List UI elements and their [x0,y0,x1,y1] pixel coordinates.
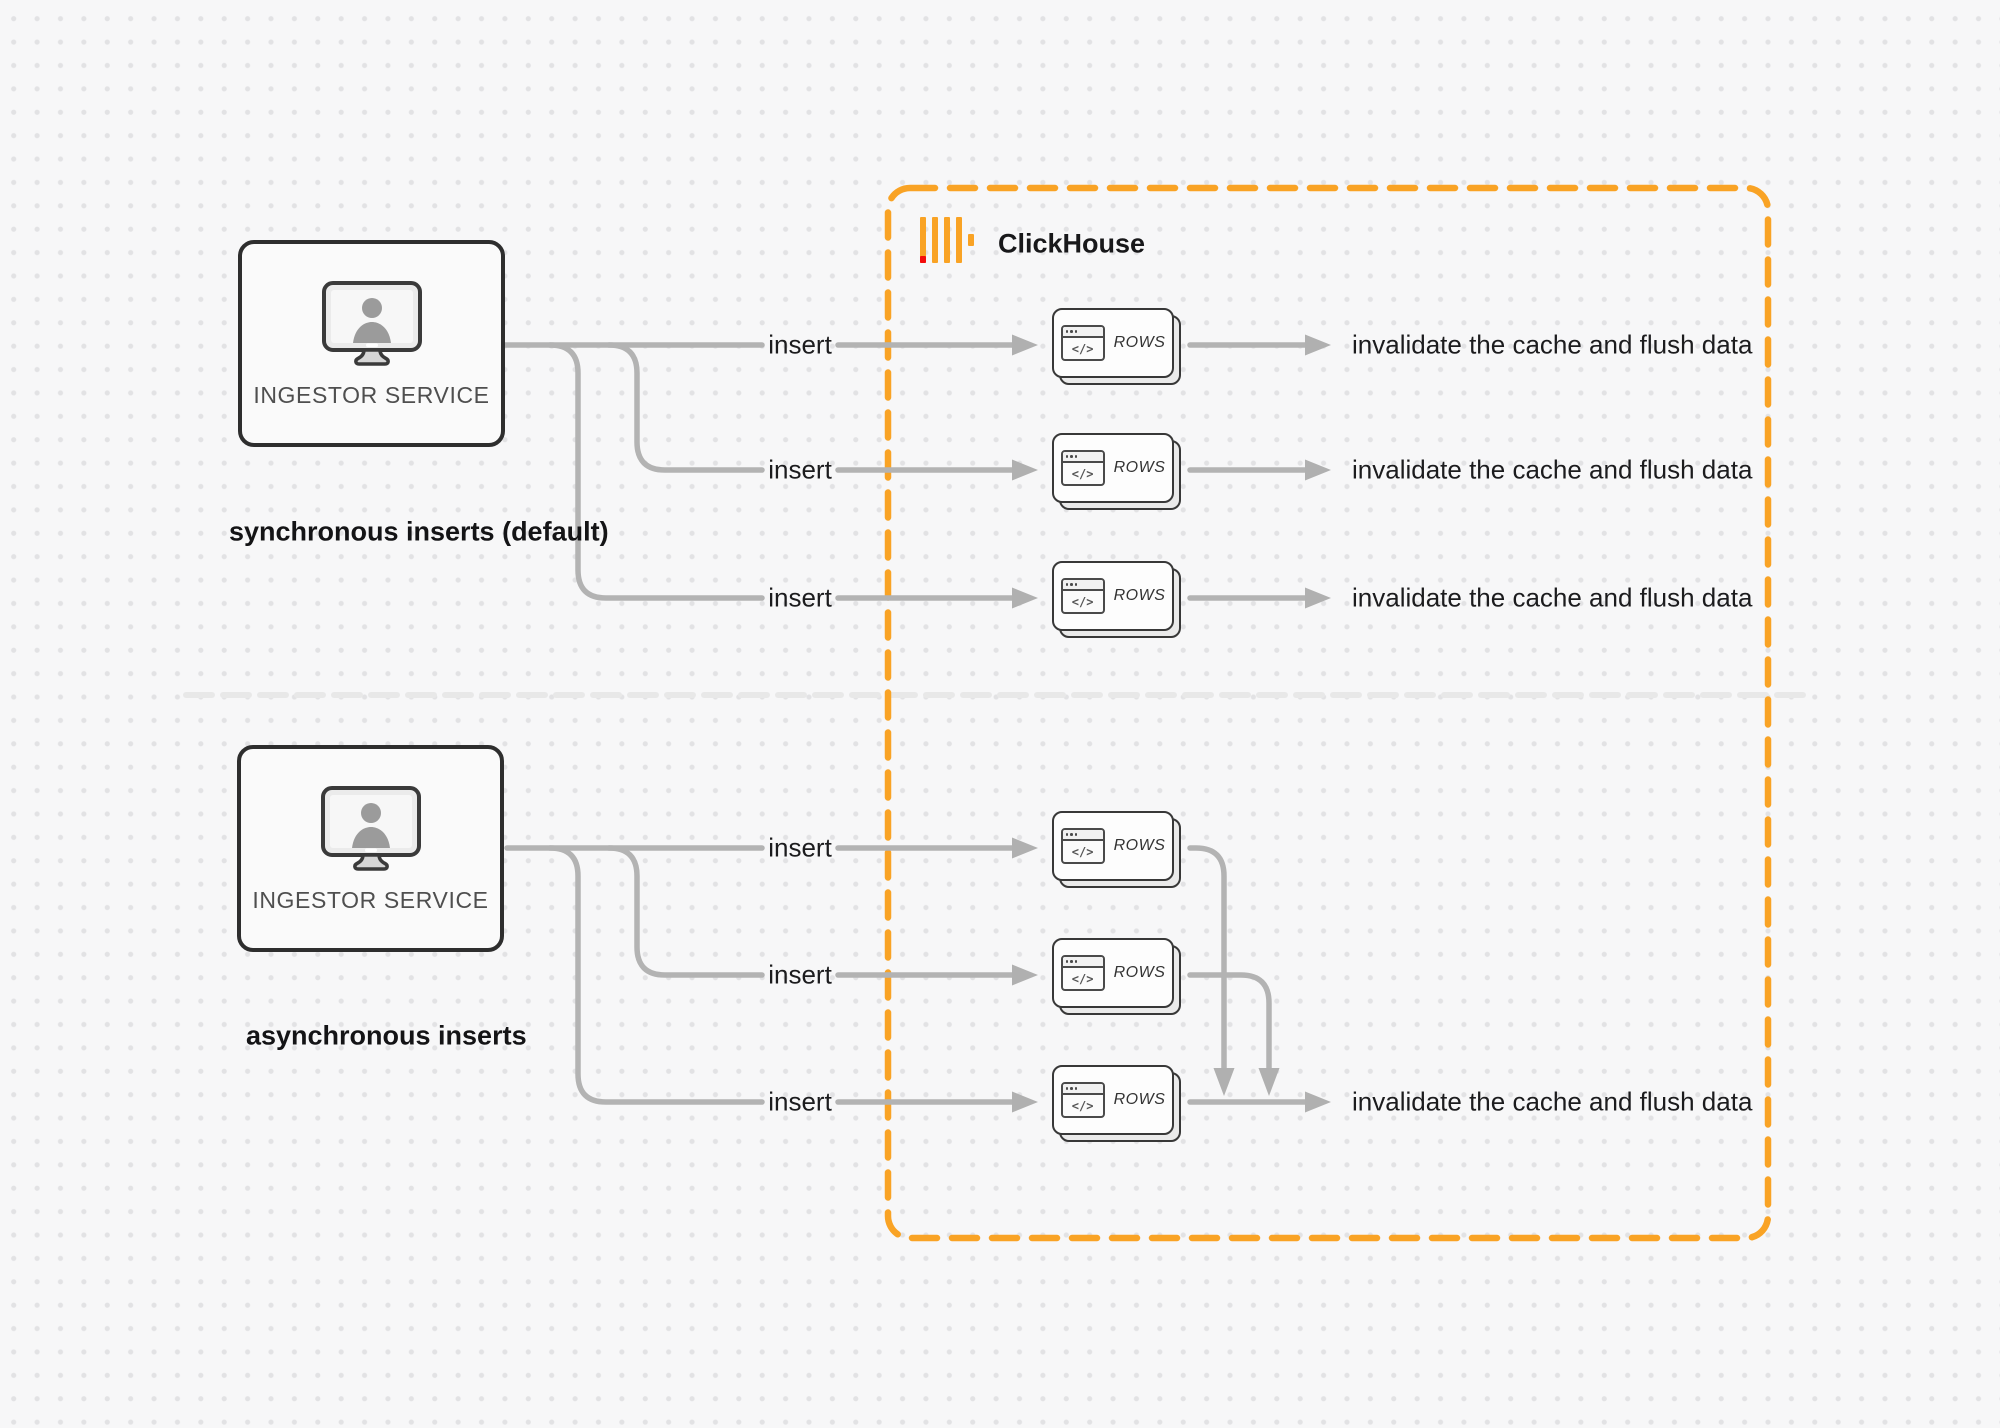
rows-node: </> ROWS [1052,1065,1181,1142]
arrowhead [1012,334,1038,356]
code-window-icon: </> [1060,828,1105,864]
rows-node-front: </> ROWS [1052,308,1174,378]
code-window-icon: </> [1060,325,1105,361]
invalidate-label: invalidate the cache and flush data [1352,329,1753,360]
rows-node-front: </> ROWS [1052,433,1174,503]
code-glyph: </> [1071,844,1094,859]
async-branch-row3 [547,845,765,1105]
sync-branch-row3 [547,342,765,601]
clickhouse-title: ClickHouse [998,228,1146,259]
window-topbar [1062,830,1103,841]
rows-node: </> ROWS [1052,938,1181,1015]
arrowhead [1305,459,1331,481]
rows-label: ROWS [1113,459,1166,476]
window-topbar [1062,580,1103,591]
invalidate-label: invalidate the cache and flush data [1352,454,1753,485]
code-glyph: </> [1071,466,1094,481]
sync-branch-row2 [606,342,765,473]
rows-node: </> ROWS [1052,433,1181,510]
clickhouse-logo-red-segment [920,256,926,263]
code-glyph: </> [1071,594,1094,609]
code-window-icon: </> [1060,955,1105,991]
arrowhead [1012,459,1038,481]
rows-node-front: </> ROWS [1052,938,1174,1008]
clickhouse-logo-icon [920,217,974,263]
insert-label: insert [768,1086,832,1117]
rows-node-front: </> ROWS [1052,811,1174,881]
insert-label: insert [768,454,832,485]
async-branch-row2 [606,845,765,978]
rows-node-front: </> ROWS [1052,1065,1174,1135]
async-section-caption: asynchronous inserts [246,1020,527,1051]
window-topbar [1062,957,1103,968]
rows-label: ROWS [1113,837,1166,854]
code-window-icon: </> [1060,578,1105,614]
rows-label: ROWS [1113,1091,1166,1108]
rows-label: ROWS [1113,964,1166,981]
arrowhead [1012,837,1038,859]
clickhouse-logo-bar [920,217,926,263]
connector-lines [502,342,1308,1105]
arrowhead-down [1213,1068,1235,1096]
rows-label: ROWS [1113,334,1166,351]
arrowhead [1305,334,1331,356]
ingestor-service-label: INGESTOR SERVICE [252,886,489,913]
insert-label: insert [768,329,832,360]
arrowhead-down [1258,1068,1280,1096]
code-window-icon: </> [1060,1082,1105,1118]
async-merge-drop-1 [1187,845,1227,1071]
invalidate-label: invalidate the cache and flush data [1352,1086,1753,1117]
monitor-user-icon [321,280,422,366]
arrowhead [1305,587,1331,609]
clickhouse-logo-bar [956,217,962,263]
arrowheads [1012,334,1331,1113]
code-glyph: </> [1071,971,1094,986]
clickhouse-dashed-boundary [884,184,1772,1242]
window-topbar [1062,452,1103,463]
async-merge-drop-2 [1187,972,1272,1071]
insert-label: insert [768,832,832,863]
code-glyph: </> [1071,341,1094,356]
ingestor-service-node-sync: INGESTOR SERVICE [238,240,505,447]
monitor-user-icon [320,785,421,871]
rows-node-front: </> ROWS [1052,561,1174,631]
clickhouse-logo-bar [944,217,950,263]
arrowhead [1012,964,1038,986]
insert-label: insert [768,582,832,613]
code-window-icon: </> [1060,450,1105,486]
arrowhead [1012,1091,1038,1113]
arrowhead [1012,587,1038,609]
window-topbar [1062,327,1103,338]
invalidate-label: invalidate the cache and flush data [1352,582,1753,613]
window-topbar [1062,1084,1103,1095]
rows-node: </> ROWS [1052,308,1181,385]
ingestor-service-node-async: INGESTOR SERVICE [237,745,504,952]
arrowhead [1305,1091,1331,1113]
insert-label: insert [768,959,832,990]
clickhouse-logo-short-bar [968,234,974,246]
rows-node: </> ROWS [1052,811,1181,888]
clickhouse-logo-bar [932,217,938,263]
sync-section-caption: synchronous inserts (default) [229,516,609,547]
rows-label: ROWS [1113,587,1166,604]
rows-node: </> ROWS [1052,561,1181,638]
code-glyph: </> [1071,1098,1094,1113]
ingestor-service-label: INGESTOR SERVICE [253,381,490,408]
